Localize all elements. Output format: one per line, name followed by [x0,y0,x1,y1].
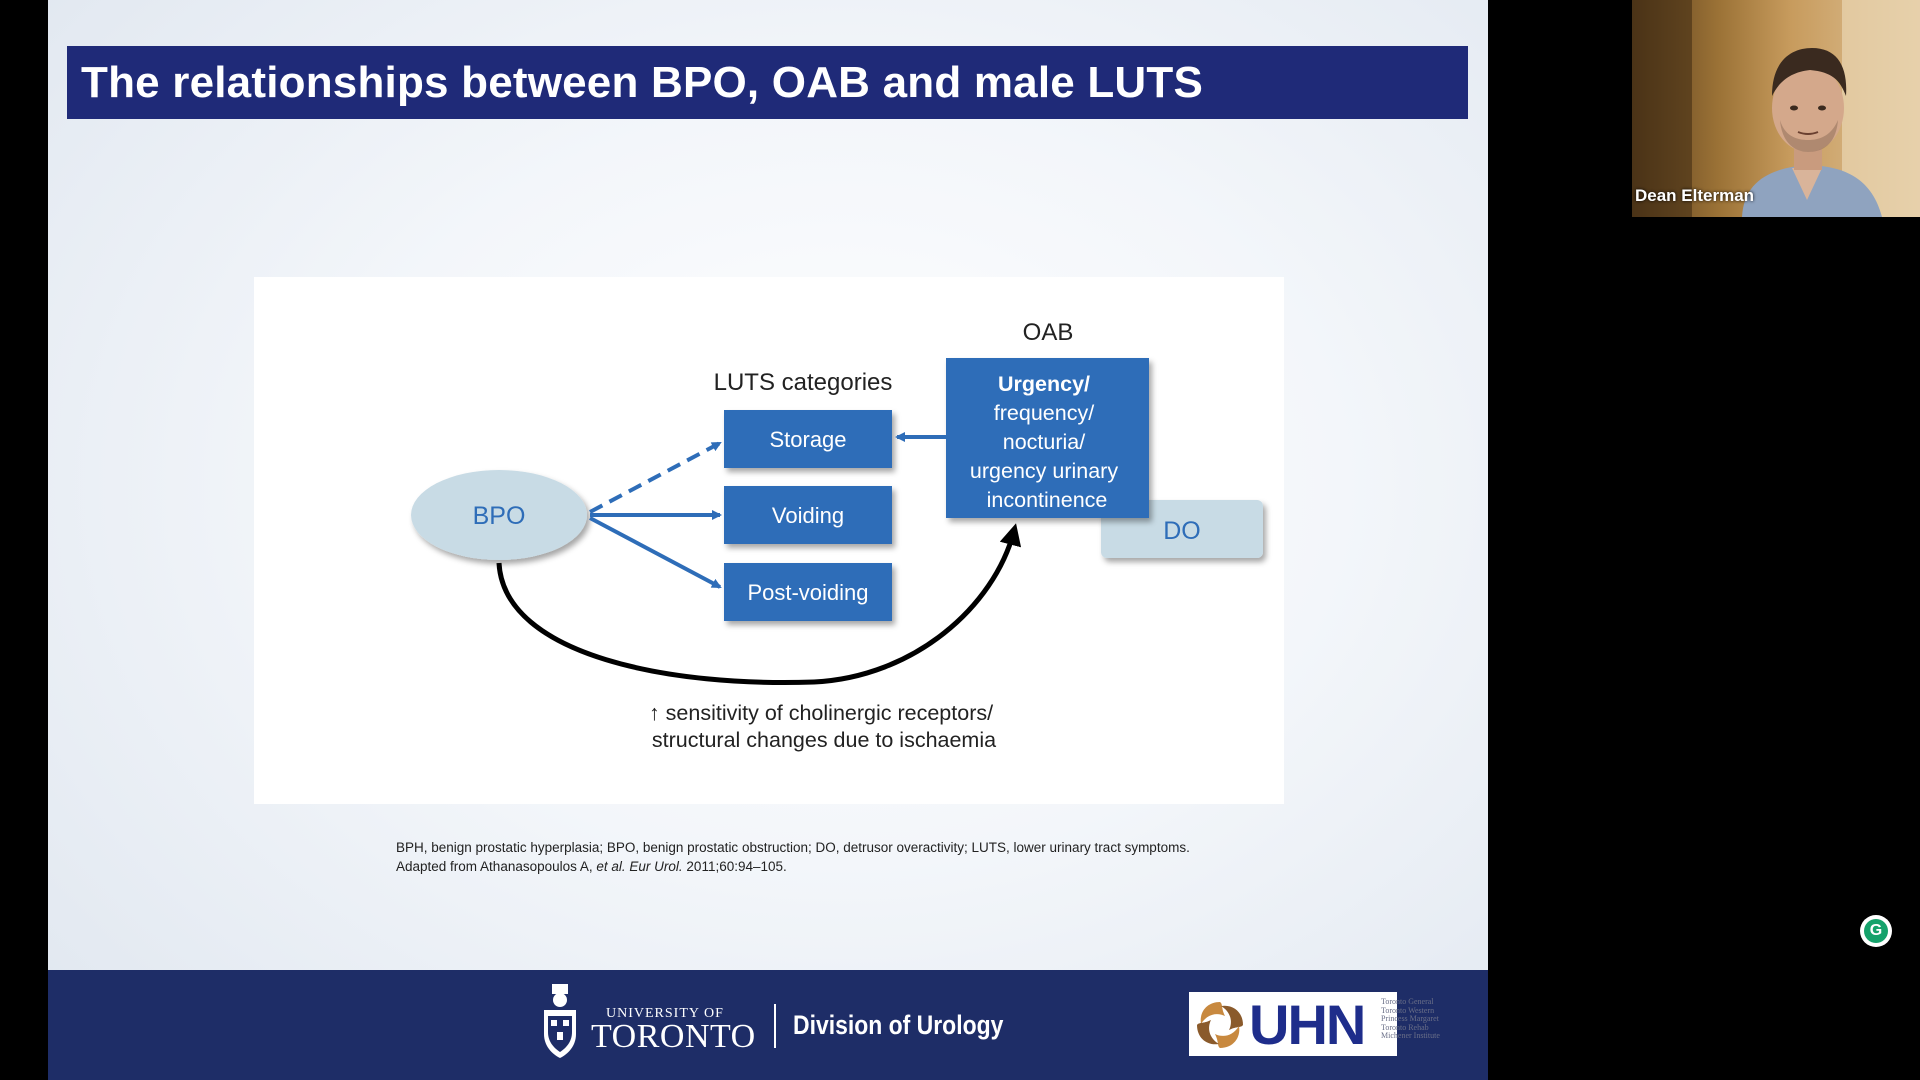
presentation-slide: The relationships between BPO, OAB and m… [48,0,1488,1080]
curve-caption-line-1: ↑ sensitivity of cholinergic receptors/ [649,701,993,725]
g-circle-icon[interactable]: G [1860,915,1892,947]
post-voiding-label: Post-voiding [747,580,868,605]
storage-label: Storage [769,427,846,452]
footnote-reference-prefix: Adapted from Athanasopoulos A, [396,859,597,874]
slide-title-bar: The relationships between BPO, OAB and m… [67,46,1468,119]
luts-diagram: DO OAB Urgency/ frequency/ nocturia/ urg… [411,319,1263,752]
curve-caption-line-2: structural changes due to ischaemia [652,728,996,752]
slide-footer: UNIVERSITY OF TORONTO Division of Urolog… [48,970,1488,1080]
post-voiding-box [724,563,892,621]
bpo-label: BPO [473,502,526,530]
oab-line-3: nocturia/ [1003,430,1085,454]
footnote-reference-suffix: 2011;60:94–105. [682,859,787,874]
uhn-hospital-3: Princess Margaret [1381,1014,1439,1024]
oab-label: OAB [1023,319,1074,346]
participant-video-feed [1632,0,1920,217]
oab-box [946,358,1149,518]
uhn-text: UHN [1249,993,1366,1056]
uhn-hospital-2: Toronto Western [1381,1005,1435,1015]
curve-caption: ↑ sensitivity of cholinergic receptors/ … [649,701,999,752]
footer-divider [774,1004,776,1048]
arrow-bpo-storage [589,441,722,514]
uhn-hospital-5: Michener Institute [1381,1031,1440,1041]
university-of-label: UNIVERSITY OF [606,1006,724,1021]
division-label: Division of Urology [793,1010,1004,1040]
footnote-line-2: Adapted from Athanasopoulos A, et al. Eu… [396,857,1396,876]
uhn-hospital-1: Toronto General [1381,997,1434,1006]
participant-video-tile[interactable]: Dean Elterman [1632,0,1920,217]
oab-box-text: Urgency/ frequency/ nocturia/ urgency ur… [970,372,1124,512]
bpo-ellipse [411,470,587,560]
oab-line-1: Urgency/ [998,372,1090,396]
participant-name: Dean Elterman [1635,186,1755,205]
slide-title: The relationships between BPO, OAB and m… [81,57,1204,107]
voiding-box [724,486,892,544]
uhn-hospital-4: Toronto Rehab [1381,1022,1429,1032]
oab-line-5: incontinence [987,488,1108,512]
do-label: DO [1163,517,1201,545]
uhn-logo: UHN Toronto General Toronto Western Prin… [1189,992,1440,1056]
uoft-crest-icon [544,984,576,1058]
oab-line-4: urgency urinary [970,459,1118,483]
side-widget-glyph: G [1864,919,1888,943]
oab-line-2: frequency/ [994,401,1094,425]
luts-categories-label: LUTS categories [714,369,893,396]
figure-panel: DO OAB Urgency/ frequency/ nocturia/ urg… [254,277,1284,804]
footnote-line-1: BPH, benign prostatic hyperplasia; BPO, … [396,840,1190,855]
uhn-swirl-icon [1197,1002,1243,1048]
voiding-label: Voiding [772,503,844,528]
arrow-bpo-post-voiding [589,516,722,589]
slide-footnote: BPH, benign prostatic hyperplasia; BPO, … [396,838,1396,876]
footnote-reference-italic: et al. Eur Urol. [596,859,683,874]
toronto-label: TORONTO [591,1018,756,1055]
curve-arrow-bpo-oab [496,523,1022,685]
storage-box [724,410,892,468]
uhn-hospital-list: Toronto General Toronto Western Princess… [1381,997,1440,1041]
